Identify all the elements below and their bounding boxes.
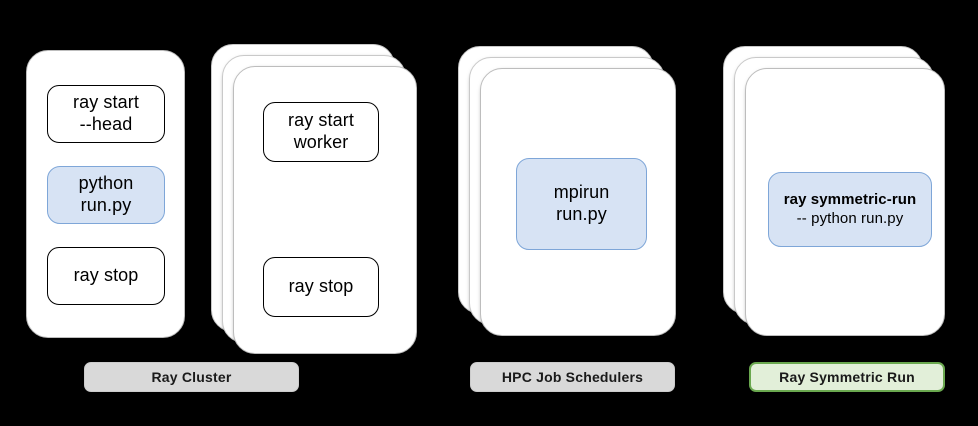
group-label-text: HPC Job Schedulers: [501, 369, 644, 385]
command-line: run.py: [80, 195, 132, 215]
command-line: --head: [79, 114, 133, 134]
node-card-symmetric-front[interactable]: ray symmetric-run -- python run.py: [745, 68, 945, 336]
command-box-ray-stop-head[interactable]: ray stop: [47, 247, 165, 305]
command-box-ray-start-head[interactable]: ray start --head: [47, 85, 165, 143]
command-box-ray-stop-worker[interactable]: ray stop: [263, 257, 379, 317]
command-box-ray-symmetric-run[interactable]: ray symmetric-run -- python run.py: [768, 172, 932, 247]
node-card-head[interactable]: ray start --head python run.py ray stop: [26, 50, 185, 338]
command-line-primary: ray symmetric-run: [783, 191, 917, 209]
command-line: run.py: [556, 204, 607, 224]
command-box-ray-start-worker[interactable]: ray start worker: [263, 102, 379, 162]
command-line: ray stop: [288, 276, 354, 297]
node-card-hpc-front[interactable]: mpirun run.py: [480, 68, 676, 336]
command-line: ray stop: [73, 265, 139, 286]
command-line: python: [78, 173, 134, 194]
command-line: ray start: [73, 92, 139, 113]
command-box-mpirun[interactable]: mpirun run.py: [516, 158, 647, 250]
group-label-text: Ray Symmetric Run: [779, 369, 915, 385]
group-label-text: Ray Cluster: [151, 369, 232, 385]
command-line: worker: [293, 132, 349, 152]
command-line-secondary: -- python run.py: [796, 209, 904, 227]
command-line: mpirun: [553, 182, 610, 203]
node-card-worker-front[interactable]: ray start worker ray stop: [233, 66, 417, 354]
group-label-ray-cluster: Ray Cluster: [84, 362, 299, 392]
group-label-ray-symmetric-run: Ray Symmetric Run: [749, 362, 945, 392]
group-label-hpc-job-schedulers: HPC Job Schedulers: [470, 362, 675, 392]
command-line: ray start: [288, 110, 354, 131]
command-box-python-run[interactable]: python run.py: [47, 166, 165, 224]
